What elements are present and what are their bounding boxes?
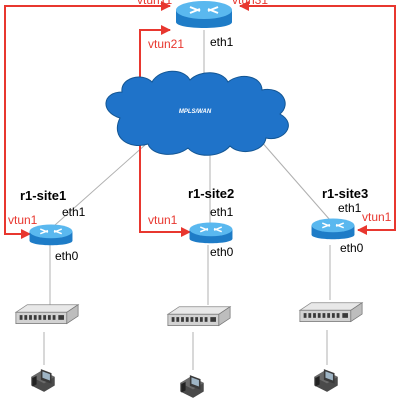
router-icon[interactable] xyxy=(28,223,74,246)
hub-eth1-label: eth1 xyxy=(210,35,234,49)
ip-phone-icon[interactable] xyxy=(31,369,55,392)
router-icon[interactable] xyxy=(175,0,233,29)
site3-name: r1-site3 xyxy=(322,186,368,201)
link-cloud-site3 xyxy=(259,139,331,221)
tunnel-site3 xyxy=(239,1,396,235)
switch-icon[interactable] xyxy=(167,306,231,327)
hub-router[interactable]: vtun11 vtun31 vtun21 eth1 xyxy=(137,0,268,51)
site1: r1-site1 eth1 vtun1 eth0 xyxy=(8,188,86,392)
hub-tunnel-label-right: vtun31 xyxy=(232,0,268,7)
site2-vtun-label: vtun1 xyxy=(148,213,178,227)
site1-eth1-label: eth1 xyxy=(62,205,86,219)
site1-vtun-label: vtun1 xyxy=(8,213,38,227)
site3: r1-site3 eth1 vtun1 eth0 xyxy=(299,186,392,392)
hub-tunnel-label-left: vtun11 xyxy=(137,0,172,7)
router-icon[interactable] xyxy=(310,217,356,240)
ip-phone-icon[interactable] xyxy=(180,375,204,398)
site3-vtun-label: vtun1 xyxy=(362,210,392,224)
site2-eth0-label: eth0 xyxy=(210,245,234,259)
site2-name: r1-site2 xyxy=(188,186,234,201)
ip-phone-icon[interactable] xyxy=(314,369,338,392)
site3-eth0-label: eth0 xyxy=(340,241,364,255)
site1-name: r1-site1 xyxy=(20,188,66,203)
router-icon[interactable] xyxy=(188,221,234,244)
site2-eth1-label: eth1 xyxy=(210,205,234,219)
tunnel-site1 xyxy=(4,1,171,239)
site3-eth1-label: eth1 xyxy=(338,201,362,215)
site1-eth0-label: eth0 xyxy=(55,249,79,263)
cloud-label: MPLS/WAN xyxy=(179,109,212,115)
switch-icon[interactable] xyxy=(15,304,79,325)
cloud-icon xyxy=(105,70,289,156)
site2: r1-site2 eth1 vtun1 eth0 xyxy=(148,186,234,398)
switch-icon[interactable] xyxy=(299,302,363,323)
hub-tunnel-label-site2: vtun21 xyxy=(148,37,184,51)
mpls-cloud: MPLS/WAN xyxy=(105,70,289,156)
